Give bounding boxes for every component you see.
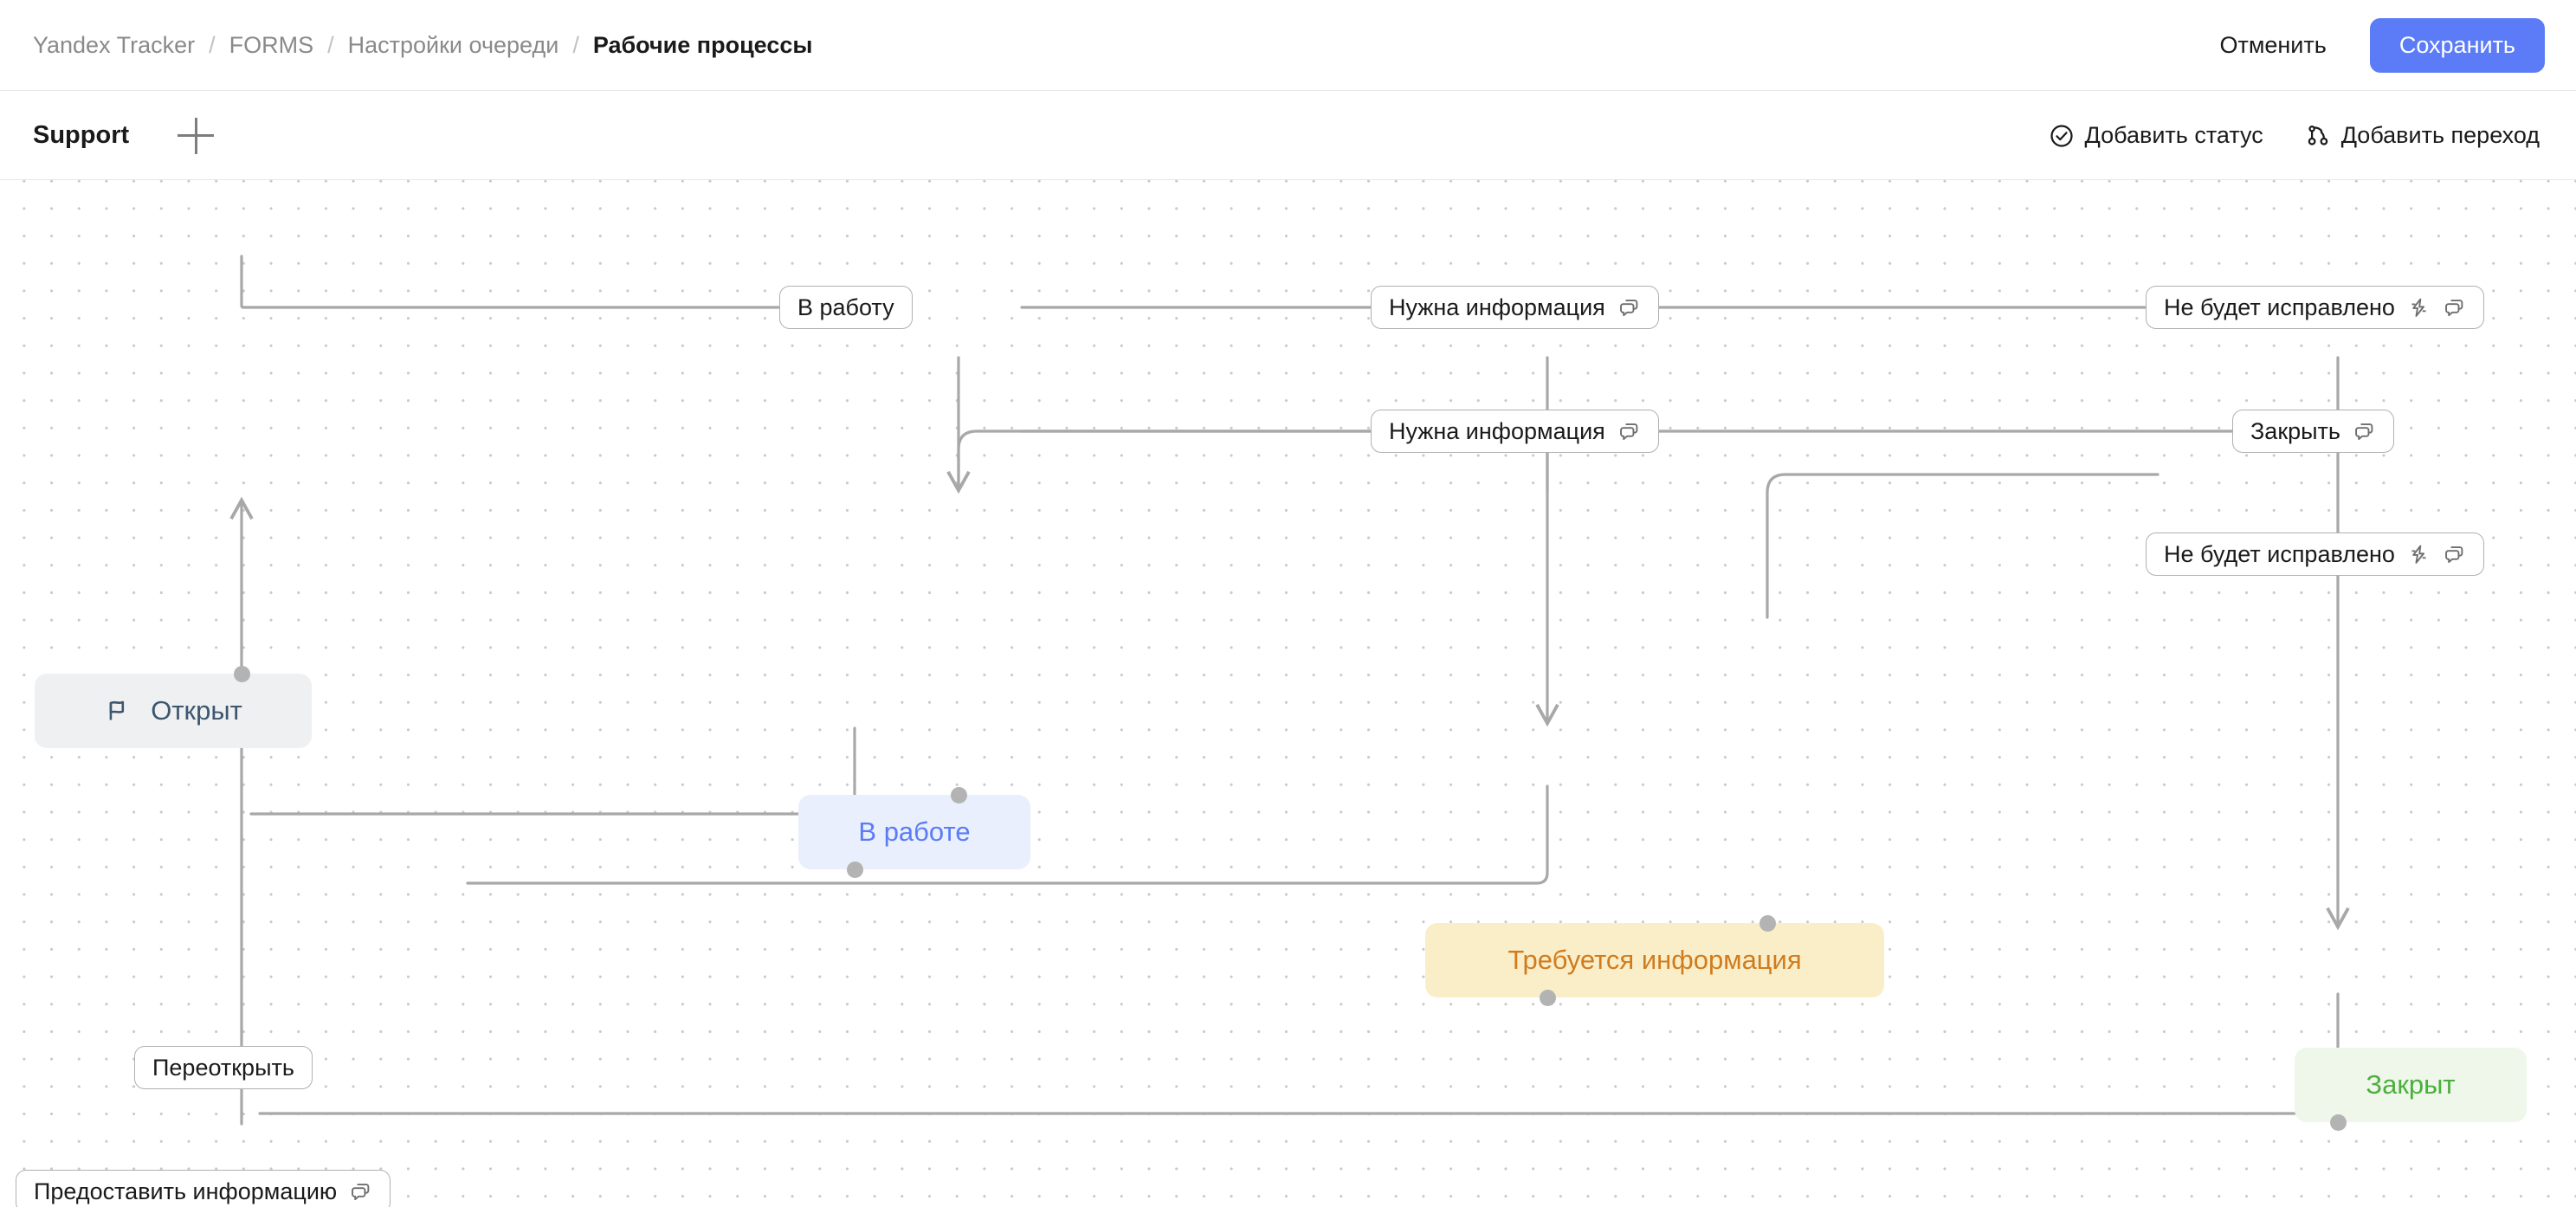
edge-inprogress-down-left [249,726,856,816]
status-node-open[interactable]: Открыт [35,674,312,748]
edge-wontfix-row3-left [1766,473,2160,619]
comment-icon [2443,296,2466,320]
breadcrumb-separator: / [327,31,334,58]
transition-chip-needinfo-1[interactable]: Нужна информация [1371,286,1659,329]
edge-needinfo-row2-left [957,429,1385,490]
transition-label: Не будет исправлено [2164,540,2395,567]
handle-needinfo-top[interactable] [1759,915,1776,932]
status-label-open: Открыт [151,695,242,726]
add-status-label: Добавить статус [2084,122,2263,148]
comment-icon [2353,420,2376,443]
transition-chip-close[interactable]: Закрыть [2232,410,2394,453]
comment-icon [1617,420,1641,443]
handle-open-top[interactable] [234,666,250,682]
breadcrumb-separator: / [572,31,579,58]
transition-chip-needinfo-2[interactable]: Нужна информация [1371,410,1659,453]
queue-tab-list: Support [33,91,215,180]
status-label-closed: Закрыт [2366,1069,2456,1100]
comment-icon [2443,543,2466,566]
edge-open-to-inprogress-left [240,255,781,309]
check-circle-icon [2049,123,2075,149]
edge-needinfo-to-provide [466,784,1549,885]
lightning-icon [2407,543,2431,566]
transition-label: Предоставить информацию [34,1178,338,1204]
handle-closed-bottom[interactable] [2330,1114,2347,1131]
comment-icon [1617,296,1641,320]
transition-chip-wontfix-1[interactable]: Не будет исправлено [2146,286,2484,329]
transition-chip-inwork[interactable]: В работу [779,286,913,329]
add-transition-button[interactable]: Добавить переход [2300,115,2545,156]
transition-label: Нужна информация [1389,294,1605,320]
add-transition-label: Добавить переход [2340,122,2540,148]
handle-needinfo-bottom[interactable] [1540,990,1556,1006]
breadcrumb-item-0[interactable]: Yandex Tracker [33,31,196,58]
lightning-icon [2407,296,2431,320]
flag-icon [104,696,133,726]
breadcrumb-bar: Yandex Tracker / FORMS / Настройки очере… [0,0,2576,91]
add-status-button[interactable]: Добавить статус [2043,115,2269,156]
breadcrumb: Yandex Tracker / FORMS / Настройки очере… [33,32,812,59]
breadcrumb-item-1[interactable]: FORMS [229,31,314,58]
workflow-canvas[interactable]: Открыт В работе Требуется информация Зак… [0,180,2576,1207]
status-label-inprogress: В работе [858,816,971,847]
transition-label: Переоткрыть [152,1054,294,1081]
edge-closed-to-reopen [258,992,2340,1115]
comment-icon [349,1180,372,1204]
breadcrumb-separator: / [209,31,216,58]
transition-chip-reopen-1[interactable]: Переоткрыть [134,1046,313,1089]
transition-label: Нужна информация [1389,417,1605,444]
transition-label: В работу [797,294,894,320]
breadcrumb-item-current: Рабочие процессы [592,31,813,58]
transition-chip-wontfix-2[interactable]: Не будет исправлено [2146,532,2484,576]
workflow-toolbar: Support Добавить статус Добавить переход [0,91,2576,180]
tab-support[interactable]: Support [33,121,130,149]
status-node-closed[interactable]: Закрыт [2295,1048,2527,1122]
status-label-needinfo: Требуется информация [1508,945,1802,975]
workflow-edges [229,255,2350,1126]
transition-label: Не будет исправлено [2164,294,2395,320]
breadcrumb-item-2[interactable]: Настройки очереди [347,31,559,58]
top-bar-actions: Отменить Сохранить [2202,0,2545,91]
plus-icon[interactable] [178,117,215,154]
status-node-inprogress[interactable]: В работе [798,795,1030,869]
cancel-button[interactable]: Отменить [2202,20,2343,71]
transition-chip-provide-info[interactable]: Предоставить информацию [16,1170,391,1207]
branch-icon [2305,123,2331,149]
transition-label: Закрыть [2250,417,2340,444]
handle-inprog-top[interactable] [951,787,967,804]
save-button[interactable]: Сохранить [2369,18,2545,73]
handle-inprog-bottom[interactable] [847,862,863,878]
status-node-needinfo[interactable]: Требуется информация [1425,923,1884,997]
toolbar-actions: Добавить статус Добавить переход [2043,91,2545,180]
